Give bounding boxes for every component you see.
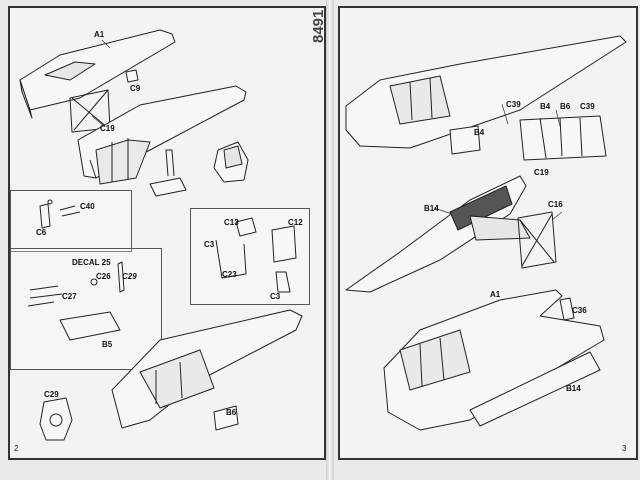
label-c26: C26 xyxy=(96,272,111,281)
fuselage-half-a1-left xyxy=(19,29,176,133)
rudder-pedal-parts xyxy=(27,261,125,341)
page-gutter xyxy=(326,0,334,480)
label-c13: C13 xyxy=(224,218,239,227)
control-stick-assembly xyxy=(149,149,187,197)
label-c3-b: C3 xyxy=(270,292,281,301)
label-c39-b: C39 xyxy=(580,102,595,111)
fuselage-bottom-right xyxy=(383,289,605,431)
label-c19-right: C19 xyxy=(534,168,549,177)
left-page-number: 2 xyxy=(14,444,19,453)
label-c3-a: C3 xyxy=(204,240,215,249)
control-column-parts xyxy=(215,217,297,293)
rudder-pedal-inset xyxy=(10,248,162,370)
part-b6-left xyxy=(213,405,239,431)
part-c16-frame xyxy=(517,211,557,269)
label-a1: A1 xyxy=(94,30,105,39)
label-b5: B5 xyxy=(102,340,113,349)
label-b4-a: B4 xyxy=(540,102,551,111)
label-c6: C6 xyxy=(36,228,47,237)
label-c39-a: C39 xyxy=(506,100,521,109)
label-c29-b: C29 xyxy=(44,390,59,399)
label-c19: C19 xyxy=(100,124,115,133)
part-c36 xyxy=(559,297,575,321)
label-c16: C16 xyxy=(548,200,563,209)
label-c40: C40 xyxy=(80,202,95,211)
right-page-number: 3 xyxy=(622,444,627,453)
label-b14-a: B14 xyxy=(424,204,439,213)
label-c36: C36 xyxy=(572,306,587,315)
kit-number: 8491 xyxy=(310,9,327,43)
label-c9: C9 xyxy=(130,84,141,93)
label-c12: C12 xyxy=(288,218,303,227)
label-c29: C29 xyxy=(122,272,137,281)
seat-detail-inset xyxy=(10,190,132,252)
part-b4-block xyxy=(449,125,481,155)
pilot-seat xyxy=(213,141,249,183)
seat-detail-parts xyxy=(39,199,81,229)
fuselage-top-right xyxy=(345,35,627,149)
part-c29-detail xyxy=(39,397,73,441)
label-b4-b: B4 xyxy=(474,128,485,137)
label-b14-b: B14 xyxy=(566,384,581,393)
label-c27: C27 xyxy=(62,292,77,301)
part-c9 xyxy=(125,69,139,83)
fuselage-mid-right xyxy=(345,175,531,293)
fuselage-lower-left xyxy=(111,309,303,429)
label-b6-right: B6 xyxy=(560,102,571,111)
label-decal: DECAL 25 xyxy=(72,258,111,267)
fuselage-frame-assembly xyxy=(77,85,247,185)
label-a1-right: A1 xyxy=(490,290,501,299)
cockpit-frame-detail xyxy=(519,115,607,161)
label-b6: B6 xyxy=(226,408,237,417)
label-c23: C23 xyxy=(222,270,237,279)
